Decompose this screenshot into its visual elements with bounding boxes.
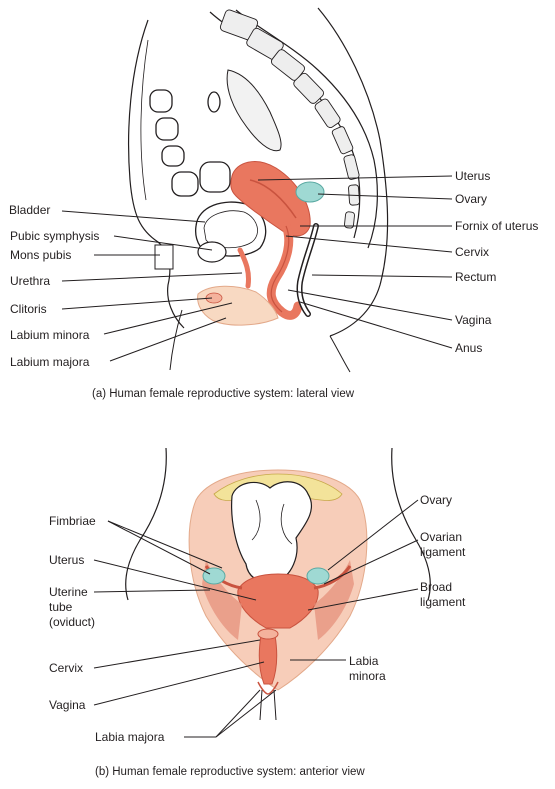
label-ovary-anterior: Ovary: [420, 493, 453, 507]
label-vagina-anterior: Vagina: [49, 698, 86, 712]
label-pubic-symphysis: Pubic symphysis: [10, 229, 100, 243]
body-outline-front: [127, 19, 185, 329]
intestine-fold-2: [280, 503, 293, 545]
intestine: [231, 481, 313, 584]
label-cervix: Cervix: [455, 245, 490, 259]
label-rectum: Rectum: [455, 270, 497, 284]
label-labia-majora: Labia majora: [95, 730, 165, 744]
label-uterine-tube-line2: tube: [49, 600, 73, 614]
leg-back: [329, 335, 351, 373]
label-broad-ligament-line1: Broad: [420, 580, 453, 594]
broad-ligament-right: [314, 560, 354, 640]
label-fimbriae: Fimbriae: [49, 514, 96, 528]
abdominal-wall: [140, 39, 149, 201]
ovary-right: [306, 567, 330, 585]
ovary-shape: [295, 181, 325, 203]
label-vagina: Vagina: [455, 313, 492, 327]
label-labium-minora: Labium minora: [10, 328, 90, 342]
rectum-inner: [298, 224, 318, 316]
label-uterus: Uterus: [455, 169, 491, 183]
label-uterine-tube-line1: Uterine: [49, 585, 88, 599]
pelvic-bones: [149, 89, 231, 197]
cervix-anterior: [257, 628, 279, 640]
label-urethra: Urethra: [10, 274, 51, 288]
torso-right: [391, 447, 431, 601]
uterus-cavity: [249, 179, 297, 219]
label-fornix-of-uterus: Fornix of uterus: [455, 219, 539, 233]
spine: [209, 9, 378, 249]
urethra-tube: [237, 247, 251, 289]
label-uterine-tube-line3: (oviduct): [49, 615, 96, 629]
label-cervix-anterior: Cervix: [49, 661, 84, 675]
body-outline-back: [317, 7, 389, 337]
ovary-left: [202, 567, 226, 585]
label-ovarian-ligament-line2: ligament: [420, 545, 466, 559]
label-bladder: Bladder: [9, 203, 51, 217]
leg-right-inner: [273, 689, 277, 721]
label-ovarian-ligament-line1: Ovarian: [420, 530, 463, 544]
labia: [257, 681, 279, 695]
label-broad-ligament-line2: ligament: [420, 595, 466, 609]
label-labia-minora-line1: Labia: [349, 654, 379, 668]
caption-anterior-view: (b) Human female reproductive system: an…: [95, 766, 365, 778]
pubic-bone: [197, 241, 227, 263]
label-labia-minora-line2: minora: [349, 669, 386, 683]
label-anus: Anus: [455, 341, 483, 355]
label-mons-pubis: Mons pubis: [10, 248, 72, 262]
label-ovary: Ovary: [455, 192, 488, 206]
label-clitoris: Clitoris: [10, 302, 47, 316]
uterine-tube-right: [313, 565, 352, 590]
torso-left: [125, 447, 167, 601]
vagina-anterior: [258, 629, 278, 685]
label-uterus-anterior: Uterus: [49, 553, 85, 567]
leg-left-inner: [259, 689, 263, 721]
mons-pubis-pad: [154, 244, 174, 270]
vagina-inner: [270, 225, 290, 313]
label-labium-majora: Labium majora: [10, 355, 90, 369]
uterus-anterior: [237, 573, 319, 629]
caption-lateral-view: (a) Human female reproductive system: la…: [92, 388, 355, 400]
intestine-fold: [251, 499, 261, 541]
sacrum: [226, 69, 282, 152]
